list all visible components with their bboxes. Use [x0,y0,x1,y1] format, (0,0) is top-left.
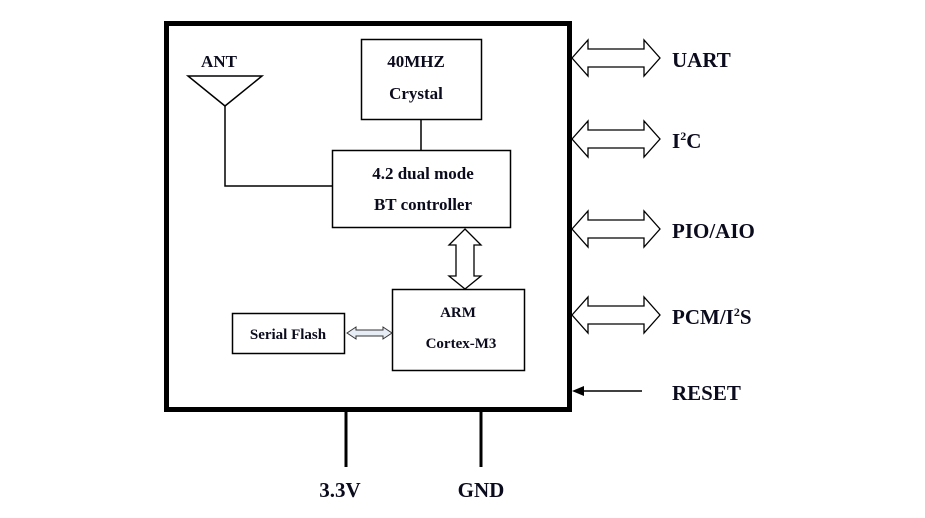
interface-uart: UART [571,38,731,78]
antenna-line [224,106,333,187]
reset-label: RESET [672,381,741,405]
i2c-label-sup: 2 [680,129,686,143]
cpu-box [391,288,526,372]
cpu-label-1: ARM [440,305,476,321]
pio-arrow-icon [571,209,661,249]
bt-controller-box [331,149,512,229]
flash-label: Serial Flash [250,327,327,343]
bt-controller-block: 4.2 dual mode BT controller [331,149,512,229]
power-gnd: GND [458,412,505,502]
i2c-label-tail: C [686,129,701,153]
flash-box [231,312,346,355]
interface-i2c: I2C [571,119,701,159]
module-outline [164,21,572,412]
bt-controller-label-2: BT controller [374,195,473,214]
interface-pio: PIO/AIO [571,209,755,249]
cpu-label-2: Cortex-M3 [426,336,497,352]
antenna-label: ANT [201,52,238,71]
crystal-box [360,38,483,121]
pcm-label-sup: 2 [734,305,740,319]
uart-label: UART [672,48,731,72]
i2c-label: I2C [672,129,701,153]
flash-block: Serial Flash [231,312,346,355]
uart-arrow-icon [571,38,661,78]
pcm-label: PCM/I2S [672,305,752,329]
i2c-arrow-icon [571,119,661,159]
i2c-label-main: I [672,129,680,153]
pio-label: PIO/AIO [672,219,755,243]
crystal-block: 40MHZ Crystal [360,38,483,150]
interface-reset: RESET [572,381,741,405]
power-vcc: 3.3V [319,412,361,502]
pcm-label-main: PCM/I [672,305,734,329]
pcm-arrow-icon [571,295,661,335]
antenna-icon [185,75,265,107]
vcc-label: 3.3V [319,478,360,502]
bt-controller-label-1: 4.2 dual mode [372,164,474,183]
flash-cpu-arrow-icon [346,326,393,340]
crystal-label-2: Crystal [389,84,443,103]
gnd-label: GND [458,478,505,502]
crystal-label-1: 40MHZ [387,52,445,71]
interface-pcm: PCM/I2S [571,295,752,335]
cpu-block: ARM Cortex-M3 [391,288,526,372]
reset-arrow-icon [572,386,584,396]
antenna: ANT [185,52,333,187]
bt-arm-arrow-icon [447,228,483,290]
pcm-label-tail: S [740,305,752,329]
